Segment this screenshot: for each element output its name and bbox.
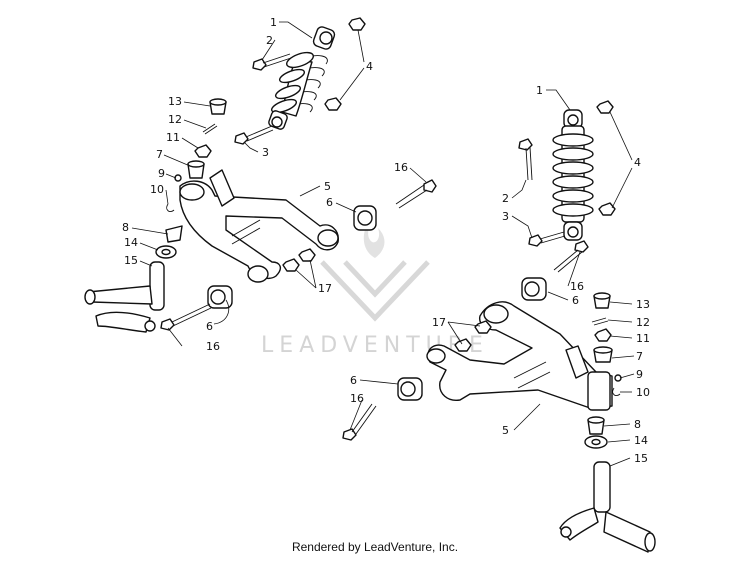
right-callout-3: 3 <box>502 210 509 223</box>
left-callout-10: 10 <box>150 183 164 196</box>
right-callout-10: 10 <box>636 386 650 399</box>
left-nut-17-b <box>298 248 316 262</box>
left-callout-6a: 6 <box>326 196 333 209</box>
right-callout-6a: 6 <box>572 294 579 307</box>
right-bolt-3 <box>528 231 566 247</box>
right-callout-16a: 16 <box>570 280 584 293</box>
watermark-logo-icon <box>320 222 430 322</box>
right-callouts: 1 2 3 4 5 6 6 7 8 9 10 11 12 13 14 15 16… <box>349 84 650 467</box>
right-callout-17: 17 <box>432 316 446 329</box>
left-steering-knuckle-15 <box>84 261 165 333</box>
right-bolt-16-lower <box>342 403 377 441</box>
left-bolt-3 <box>234 125 274 145</box>
right-callout-11: 11 <box>636 332 650 345</box>
right-callout-16b: 16 <box>350 392 364 405</box>
left-assembly <box>84 17 437 333</box>
right-nut-4-lower <box>598 202 616 216</box>
left-a-arm-5 <box>179 169 339 283</box>
left-nut-17-a <box>282 258 300 272</box>
right-a-arm-5 <box>426 301 613 411</box>
left-callout-2: 2 <box>266 34 273 47</box>
right-nut-11 <box>594 328 612 342</box>
left-callout-5: 5 <box>324 180 331 193</box>
left-clip-10 <box>166 203 175 213</box>
left-nut-4-lower <box>324 97 342 111</box>
right-bushing-6-upper <box>521 277 547 301</box>
left-bushing-8 <box>165 225 183 243</box>
right-steering-knuckle-15 <box>559 461 656 553</box>
right-assembly <box>342 100 656 553</box>
render-credit: Rendered by LeadVenture, Inc. <box>291 540 459 554</box>
right-callout-1: 1 <box>536 84 543 97</box>
right-callout-9: 9 <box>636 368 643 381</box>
right-callout-8: 8 <box>634 418 641 431</box>
left-bolt-16-upper <box>395 179 437 209</box>
left-callouts: 1 2 3 4 5 6 6 7 8 9 10 11 12 13 14 15 16… <box>122 16 427 353</box>
right-clip-10 <box>612 387 621 397</box>
right-callout-2: 2 <box>502 192 509 205</box>
left-callout-16b: 16 <box>206 340 220 353</box>
right-callout-12: 12 <box>636 316 650 329</box>
left-callout-12: 12 <box>168 113 182 126</box>
right-callout-7: 7 <box>636 350 643 363</box>
right-cotter-pin-12 <box>591 317 609 326</box>
left-callout-15: 15 <box>124 254 138 267</box>
right-nut-17-b <box>454 338 472 352</box>
left-nut-4-upper <box>348 17 366 31</box>
left-bushing-6-lower <box>207 285 233 309</box>
right-callout-4: 4 <box>634 156 641 169</box>
watermark: LEADVENTURE <box>261 222 483 358</box>
right-bolt-16-upper <box>553 240 589 273</box>
right-nut-4-upper <box>596 100 614 114</box>
left-shock-absorber <box>268 26 336 130</box>
left-callout-6b: 6 <box>206 320 213 333</box>
left-bushing-6-right <box>353 205 377 231</box>
right-callout-14: 14 <box>634 434 648 447</box>
right-callout-15: 15 <box>634 452 648 465</box>
left-callout-7: 7 <box>156 148 163 161</box>
left-callout-3: 3 <box>262 146 269 159</box>
right-callout-6b: 6 <box>350 374 357 387</box>
left-callout-8: 8 <box>122 221 129 234</box>
right-shock-absorber <box>552 109 594 241</box>
left-bolt-16-lower <box>160 303 212 331</box>
left-nut-11 <box>194 144 212 158</box>
left-callout-13: 13 <box>168 95 182 108</box>
left-callout-9: 9 <box>158 167 165 180</box>
left-bolt-2 <box>252 53 292 71</box>
left-callout-16a: 16 <box>394 161 408 174</box>
left-callout-4: 4 <box>366 60 373 73</box>
right-nut-17-a <box>474 320 492 334</box>
left-callout-1: 1 <box>270 16 277 29</box>
right-bolt-2 <box>518 138 533 181</box>
left-callout-14: 14 <box>124 236 138 249</box>
right-callout-13: 13 <box>636 298 650 311</box>
left-callout-11: 11 <box>166 131 180 144</box>
left-callout-17: 17 <box>318 282 332 295</box>
left-cotter-pin-12 <box>202 123 218 135</box>
right-bushing-6-lower <box>397 377 423 401</box>
right-callout-5: 5 <box>502 424 509 437</box>
